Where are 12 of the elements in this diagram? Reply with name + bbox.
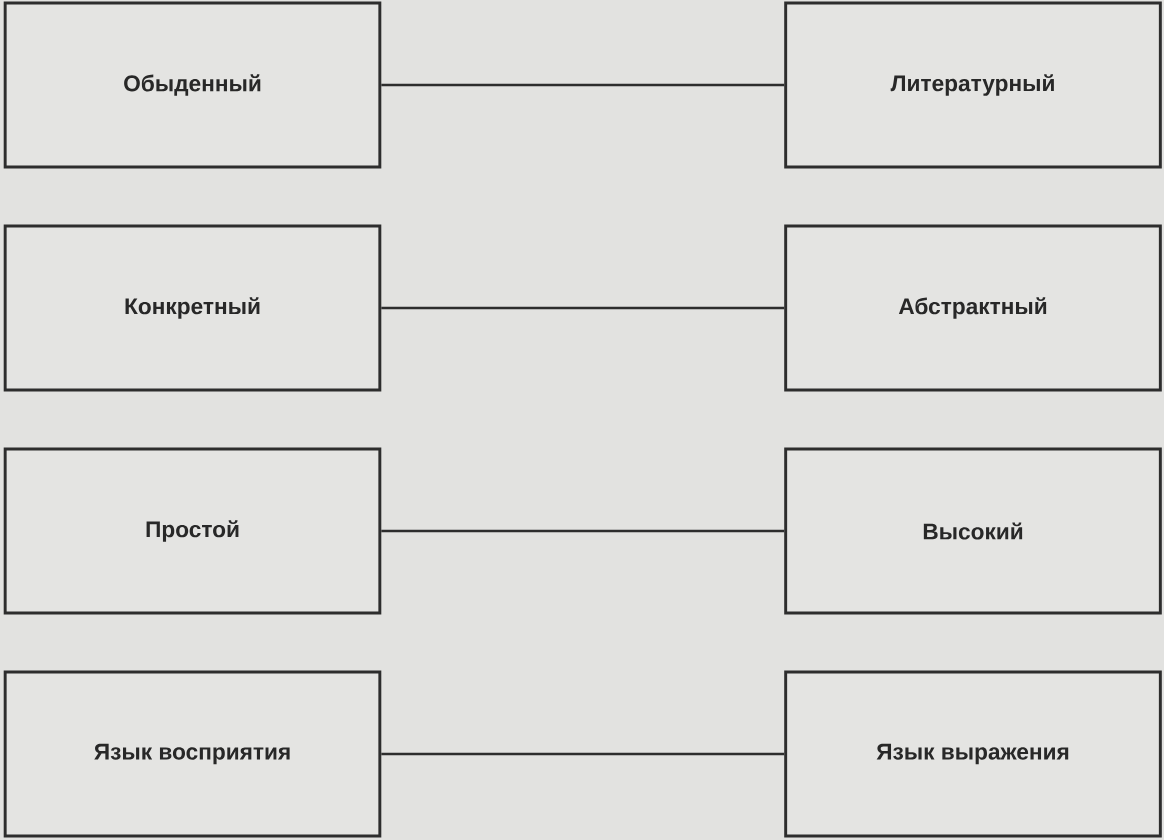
connector-line — [381, 752, 785, 756]
text-box: Обыденный — [3, 1, 382, 169]
connector-line — [381, 83, 785, 87]
text-box: Простой — [3, 447, 382, 615]
text-box: Конкретный — [3, 224, 382, 392]
text-box: Язык восприятия — [3, 670, 382, 838]
connector-line — [381, 529, 785, 533]
text-box: Высокий — [784, 447, 1162, 615]
text-box: Язык выражения — [784, 670, 1162, 838]
connector-line — [381, 306, 785, 310]
text-box: Абстрактный — [784, 224, 1162, 392]
text-box: Литературный — [784, 1, 1162, 169]
